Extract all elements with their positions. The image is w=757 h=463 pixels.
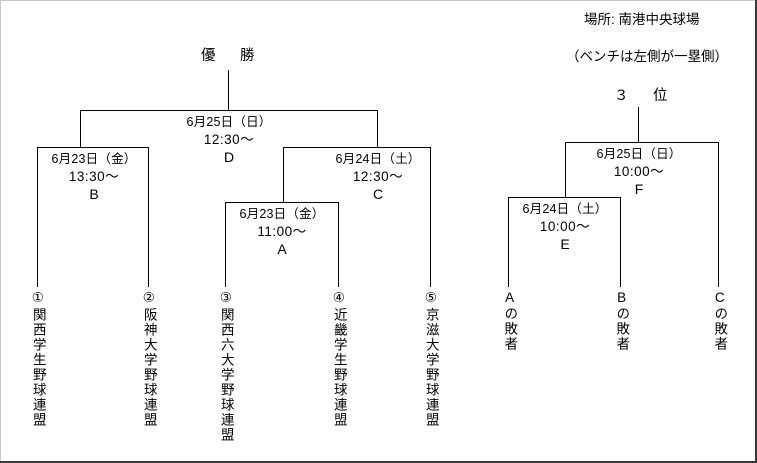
team-1-name: 関西学生野球連盟 [30, 307, 46, 428]
match-B-date: 6月23日（金） [51, 152, 137, 166]
team-1-seed: ① [30, 290, 46, 308]
match-C-connector-horizontal [283, 147, 431, 148]
frame-bottom-border [0, 461, 757, 463]
loser-stem-A [508, 197, 509, 287]
match-E-connector-horizontal [508, 197, 621, 198]
match-C-left-arm [283, 147, 284, 203]
frame-right-border [755, 0, 757, 463]
team-stem-5 [430, 147, 431, 287]
team-stem-1 [37, 147, 38, 287]
frame-top-border [0, 0, 757, 1]
team-4: ④近畿学生野球連盟 [331, 290, 347, 428]
team-5-seed: ⑤ [423, 290, 439, 308]
third-place-stem [638, 107, 639, 143]
team-2-seed: ② [141, 290, 157, 308]
match-A-date: 6月23日（金） [239, 207, 325, 221]
match-A-connector-horizontal [225, 202, 339, 203]
loser-label-B: Bの敗者 [614, 290, 630, 352]
venue-place: 場所: 南港中央球場 [584, 12, 700, 27]
team-2-name: 阪神大学野球連盟 [141, 307, 157, 428]
match-D-letter: D [223, 149, 235, 166]
match-B-connector-horizontal [37, 147, 149, 148]
team-3: ③関西六大学野球連盟 [218, 290, 234, 443]
match-C-letter: C [372, 186, 384, 203]
team-3-name: 関西六大学野球連盟 [218, 307, 234, 443]
match-E: 6月24日（土） 10:00～ E [519, 201, 611, 254]
bench-side-note: （ベンチは左側が一塁側） [566, 49, 728, 64]
match-C: 6月24日（土） 12:30～ C [332, 151, 424, 204]
loser-label-A: Aの敗者 [502, 290, 518, 352]
team-stem-2 [148, 147, 149, 287]
team-2: ②阪神大学野球連盟 [141, 290, 157, 428]
final-connector-horizontal [80, 110, 378, 111]
match-F: 6月25日（日） 10:00～ F [593, 146, 685, 199]
third-place-title: ３ 位 [614, 88, 673, 104]
match-F-left-arm [565, 142, 566, 198]
team-1: ①関西学生野球連盟 [30, 290, 46, 428]
match-A-letter: A [277, 241, 287, 258]
match-A-time: 11:00～ [257, 223, 307, 239]
loser-label-C: Cの敗者 [712, 290, 728, 352]
team-5: ⑤京滋大学野球連盟 [423, 290, 439, 428]
team-stem-3 [225, 202, 226, 287]
team-3-seed: ③ [218, 290, 234, 308]
frame-left-border [0, 0, 1, 463]
final-left-arm [80, 110, 81, 148]
loser-stem-C [718, 142, 719, 287]
champion-stem [228, 70, 229, 111]
match-F-letter: F [634, 181, 644, 198]
team-4-name: 近畿学生野球連盟 [331, 307, 347, 428]
match-D: 6月25日（日） 12:30～ D [183, 114, 275, 167]
match-F-connector-horizontal [565, 142, 719, 143]
match-B-time: 13:30～ [68, 168, 120, 184]
match-E-time: 10:00～ [539, 218, 591, 234]
match-A: 6月23日（金） 11:00～ A [236, 206, 328, 259]
team-4-seed: ④ [331, 290, 347, 308]
final-right-arm [377, 110, 378, 148]
match-F-time: 10:00～ [613, 163, 665, 179]
match-D-date: 6月25日（日） [186, 115, 272, 129]
match-C-time: 12:30～ [352, 168, 404, 184]
match-E-letter: E [560, 236, 570, 253]
champion-title: 優 勝 [201, 48, 260, 64]
match-F-date: 6月25日（日） [596, 147, 682, 161]
loser-stem-B [620, 197, 621, 287]
team-5-name: 京滋大学野球連盟 [423, 307, 439, 428]
match-B: 6月23日（金） 13:30～ B [48, 151, 140, 204]
match-B-letter: B [89, 186, 99, 203]
match-C-date: 6月24日（土） [335, 152, 421, 166]
match-D-time: 12:30～ [203, 131, 255, 147]
team-stem-4 [338, 202, 339, 287]
match-E-date: 6月24日（土） [522, 202, 608, 216]
